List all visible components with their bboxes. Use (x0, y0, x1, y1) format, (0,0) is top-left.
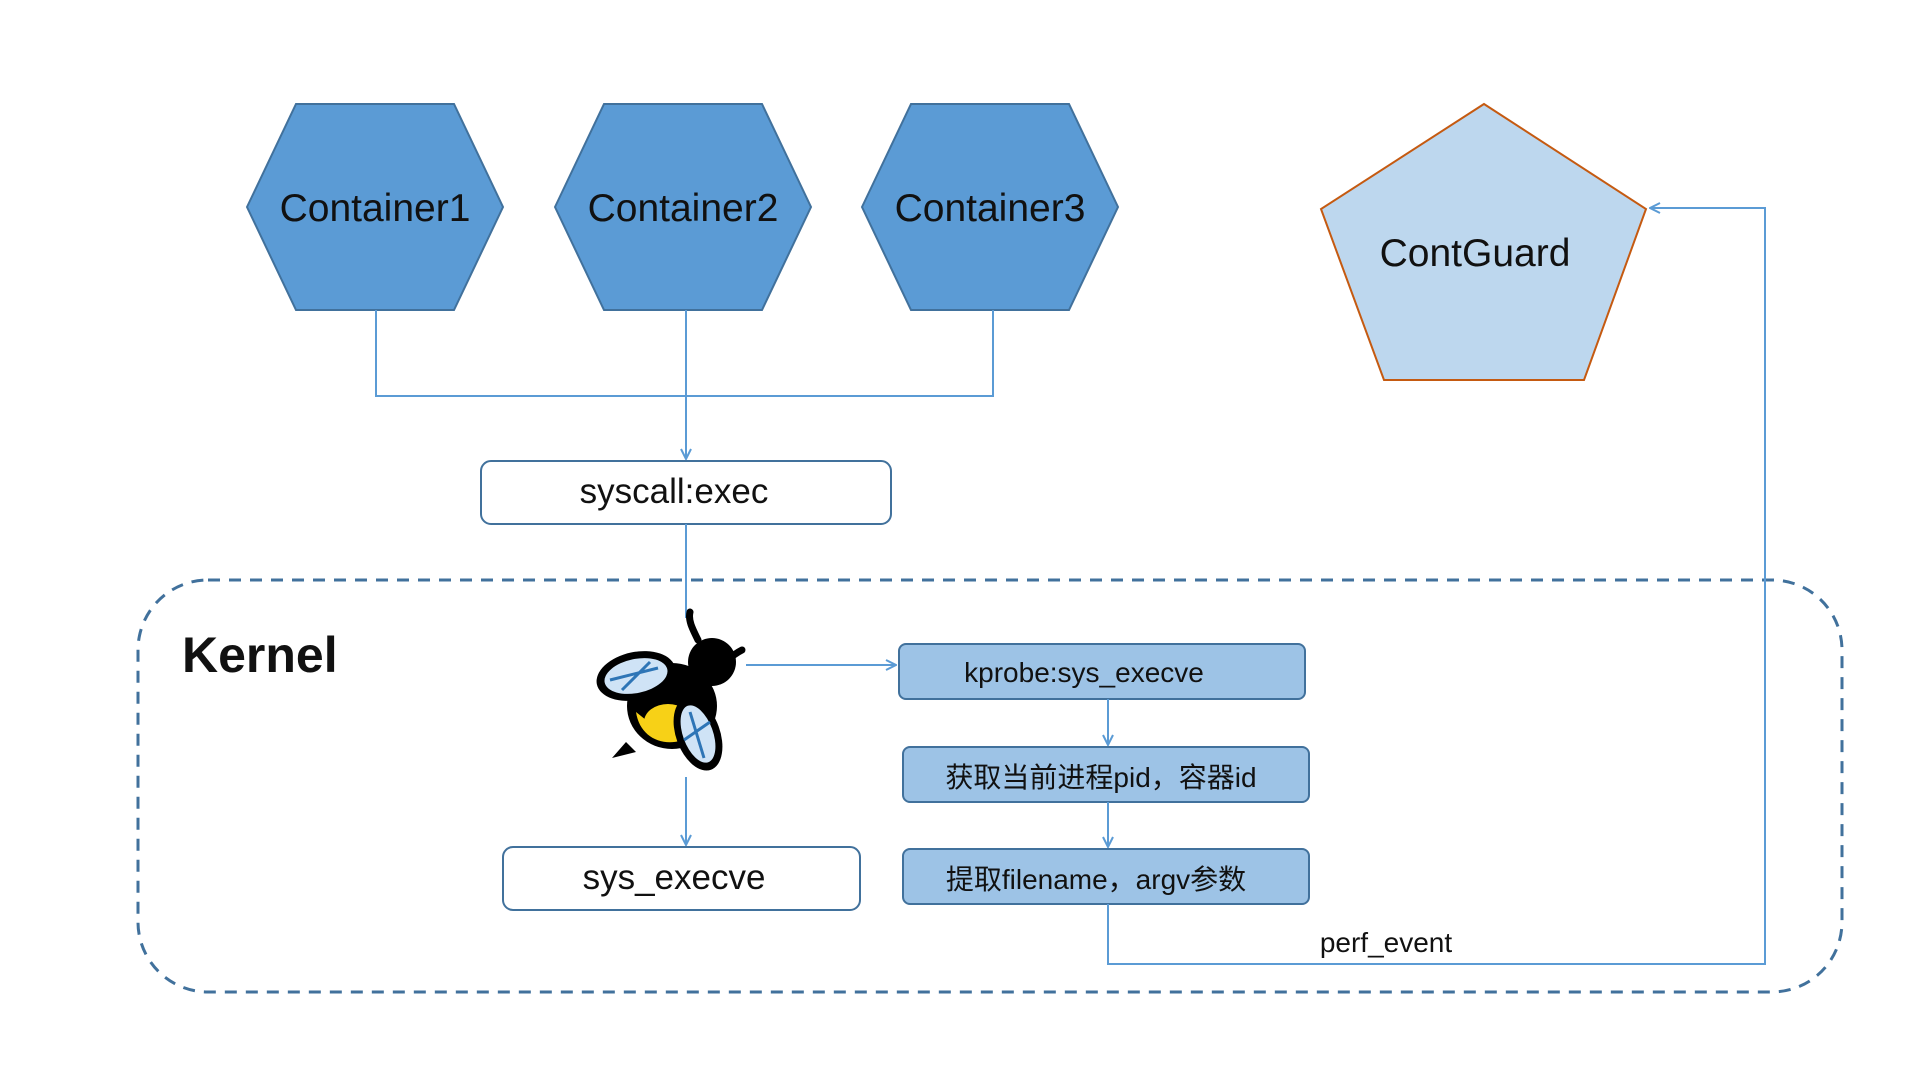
contguard-label: ContGuard (1380, 232, 1571, 275)
kprobe-label: kprobe:sys_execve (964, 657, 1204, 688)
perf-event-connector (1107, 208, 1766, 965)
container-3: Container3 (860, 103, 1120, 311)
container-1-label: Container1 (280, 187, 471, 230)
kprobe-box: kprobe:sys_execve (898, 643, 1306, 700)
kernel-region (136, 578, 1844, 994)
container-2-label: Container2 (588, 187, 779, 230)
container-2: Container2 (553, 103, 813, 311)
container-1-connector (375, 310, 994, 397)
sys-execve-box: sys_execve (502, 846, 861, 911)
container-1: Container1 (245, 103, 505, 311)
sys-execve-label: sys_execve (583, 858, 766, 897)
contguard-node: ContGuard (1319, 102, 1648, 381)
container-3-label: Container3 (895, 187, 1086, 230)
perf-event-label: perf_event (1320, 927, 1453, 958)
extract-box: 提取filename，argv参数 (902, 848, 1310, 905)
get-pid-label: 获取当前进程pid，容器id (945, 762, 1256, 793)
get-pid-box: 获取当前进程pid，容器id (902, 746, 1310, 803)
syscall-exec-box: syscall:exec (480, 460, 892, 525)
syscall-exec-label: syscall:exec (580, 472, 769, 511)
extract-label: 提取filename，argv参数 (946, 864, 1246, 895)
ebpf-bee-icon (596, 608, 746, 771)
kernel-label: Kernel (182, 627, 338, 683)
